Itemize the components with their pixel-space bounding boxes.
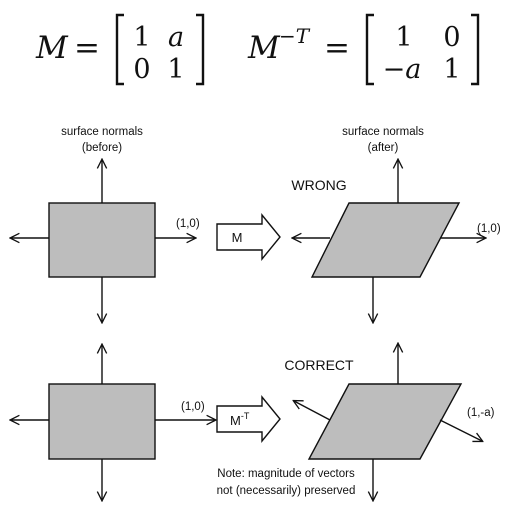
eq-mt-bracket-left [365, 13, 374, 86]
top-after-parallelogram [310, 202, 461, 278]
eq-mt-cell-21: −a [383, 54, 422, 85]
eq-mt-cell-22: 1 [443, 54, 460, 85]
eq-m-cell-11: 1 [133, 22, 150, 53]
top-before-shape-group: (1,0) [11, 160, 200, 322]
bottom-after-shape-group: (1,-a) [294, 344, 495, 500]
eq-m-cell-12: a [168, 22, 184, 53]
top-before-rectangle [48, 202, 156, 278]
transform-arrow-mt-base: M [230, 413, 241, 428]
bottom-before-rectangle [48, 383, 156, 460]
transform-arrow-m: M [216, 213, 281, 261]
eq-m-symbol: M [35, 30, 69, 66]
bottom-after-normal-right [439, 419, 482, 441]
eq-mt-exponent: −T [279, 24, 311, 48]
eq-mt-cell-11: 1 [395, 22, 412, 53]
vector-label-top-right: (1,0) [477, 223, 501, 235]
wrong-label: WRONG [291, 177, 346, 193]
eq-mt-bracket-right [471, 13, 480, 86]
eq-mt-base: M [247, 30, 281, 66]
eq-m-bracket-left [115, 13, 124, 86]
note-line2: not (necessarily) preserved [217, 485, 356, 497]
eq-mt-cell-12: 0 [443, 22, 460, 53]
transform-arrow-mt-sup: -T [241, 411, 250, 421]
normals-after-label-line2: (after) [368, 142, 399, 154]
top-after-shape-group: (1,0) [293, 160, 501, 322]
normals-after-label-line1: surface normals [342, 126, 424, 138]
eq-m-bracket-right [196, 13, 205, 86]
normals-before-label-line2: (before) [82, 142, 122, 154]
bottom-after-parallelogram [307, 383, 463, 460]
equation-m: M = 1 a 0 1 [35, 13, 205, 86]
transform-arrow-m-label: M [232, 230, 243, 245]
vector-label-bottom-right: (1,-a) [467, 407, 495, 419]
eq-m-equals: = [74, 30, 100, 66]
vector-label-top-left: (1,0) [176, 218, 200, 230]
eq-m-cell-21: 0 [133, 54, 150, 85]
bottom-before-shape-group: (1,0) [11, 345, 215, 500]
note-line1: Note: magnitude of vectors [217, 468, 355, 480]
eq-m-cell-22: 1 [167, 54, 184, 85]
bottom-after-normal-left [294, 401, 331, 421]
equation-m-inverse-transpose: M −T = 1 0 −a 1 [247, 13, 480, 86]
transform-arrow-m-inverse-transpose: M-T [216, 395, 281, 443]
vector-label-bottom-left: (1,0) [181, 401, 205, 413]
transform-arrow-mt-label: M-T [230, 411, 250, 428]
eq-mt-equals: = [324, 30, 350, 66]
normals-before-label-line1: surface normals [61, 126, 143, 138]
correct-label: CORRECT [284, 357, 354, 373]
